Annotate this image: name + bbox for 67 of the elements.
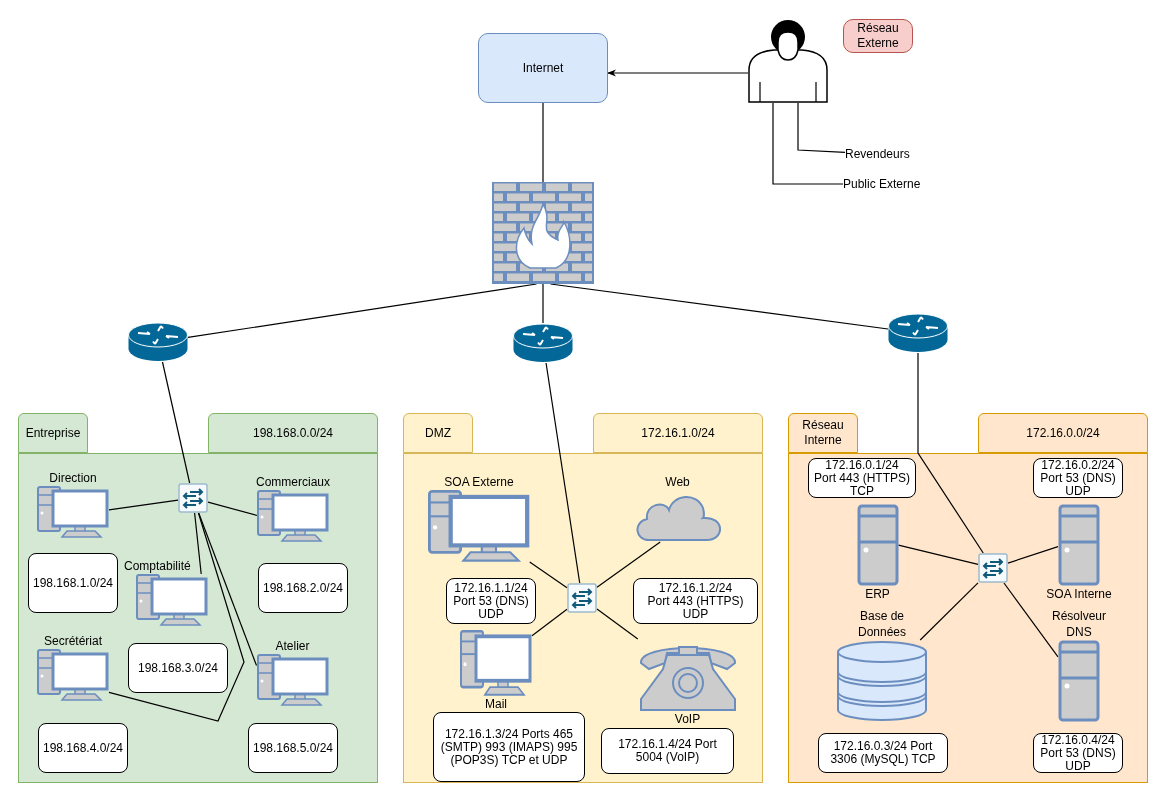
arrow <box>607 69 749 77</box>
network-link <box>108 512 245 722</box>
zone-tab: Réseau Interne <box>788 413 858 453</box>
group-label: Revendeurs <box>845 145 917 163</box>
address-box: 172.16.1.3/24 Ports 465 (SMTP) 993 (IMAPS) 995 (POP3S) TCP et UDP <box>433 712 585 782</box>
address-box: 198.168.1.0/24 <box>28 553 118 613</box>
zone-tag: Réseau Externe <box>843 19 913 53</box>
zone-tab: 172.16.0.0/24 <box>978 413 1148 453</box>
network-link <box>897 544 979 565</box>
network-link <box>187 283 538 338</box>
network-link <box>542 102 544 183</box>
network-link <box>1007 546 1059 564</box>
person-figure <box>748 20 828 103</box>
zone-tab: Entreprise <box>18 413 88 453</box>
zone-tab: 198.168.0.0/24 <box>208 413 378 453</box>
network-link <box>917 352 984 554</box>
address-box: 172.16.0.4/24 Port 53 (DNS) UDP <box>1033 733 1123 773</box>
address-box: 198.168.4.0/24 <box>38 723 128 773</box>
address-box: 172.16.1.2/24 Port 443 (HTTPS) UDP <box>633 578 758 624</box>
device-label: Commerciaux <box>256 474 330 490</box>
address-box: 198.168.3.0/24 <box>128 643 228 693</box>
device-label: ERP <box>865 586 890 602</box>
network-link <box>1003 582 1059 658</box>
network-link <box>108 499 179 511</box>
router-icon <box>513 323 573 363</box>
device-label: VoIP <box>674 711 701 727</box>
zone-tab: DMZ <box>403 413 473 453</box>
address-box: 198.168.2.0/24 <box>258 563 348 613</box>
internet-box: Internet <box>478 33 608 103</box>
device-label: Résolveur DNS <box>1051 608 1107 640</box>
router-icon <box>888 313 948 353</box>
device-label: SOA Externe <box>444 474 514 490</box>
network-switch-icon <box>178 483 208 513</box>
address-box: 172.16.0.1/24 Port 443 (HTTPS) TCP <box>808 458 916 498</box>
network-link <box>596 541 661 588</box>
router-icon <box>128 322 188 362</box>
network-link <box>542 283 544 324</box>
network-switch-icon <box>567 583 597 613</box>
network-link <box>596 608 639 640</box>
device-label: Base de Données <box>856 608 907 640</box>
network-link <box>545 362 581 584</box>
device-label: SOA Interne <box>1046 586 1112 602</box>
address-box: 172.16.0.3/24 Port 3306 (MySQL) TCP <box>818 733 948 773</box>
address-box: 198.168.5.0/24 <box>248 723 338 773</box>
network-link <box>161 361 191 484</box>
leader-line <box>772 102 844 185</box>
leader-line <box>797 102 846 153</box>
device-label: Mail <box>485 696 507 712</box>
device-label: Comptabilité <box>124 558 191 574</box>
network-switch-icon <box>978 553 1008 583</box>
network-link <box>198 512 258 667</box>
device-label: Web <box>665 474 690 490</box>
network-link <box>549 283 889 330</box>
group-label: Public Externe <box>843 175 929 193</box>
device-label: Direction <box>49 470 97 486</box>
network-link <box>194 512 202 575</box>
device-label: Atelier <box>275 638 310 654</box>
network-link <box>529 561 568 589</box>
network-link <box>207 501 258 517</box>
network-link <box>531 608 568 637</box>
firewall-icon <box>492 182 594 284</box>
address-box: 172.16.1.1/24 Port 53 (DNS) UDP <box>446 578 536 624</box>
zone-tab: 172.16.1.0/24 <box>593 413 763 453</box>
address-box: 172.16.0.2/24 Port 53 (DNS) UDP <box>1033 458 1123 498</box>
device-label: Secrétériat <box>44 633 102 649</box>
address-box: 172.16.1.4/24 Port 5004 (VoIP) <box>601 728 734 774</box>
network-link <box>919 582 979 641</box>
